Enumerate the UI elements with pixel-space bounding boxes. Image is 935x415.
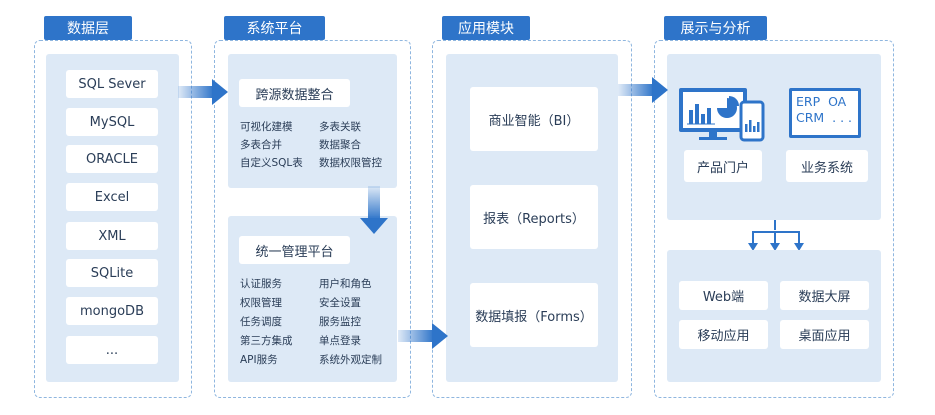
display-bottom-panel (667, 250, 881, 382)
display-analysis-container (654, 40, 894, 398)
app-modules-title: 应用模块 (442, 16, 530, 40)
integration-title: 跨源数据整合 (239, 79, 350, 107)
data-layer-container (34, 40, 192, 398)
module-bi: 商业智能（BI） (470, 87, 598, 151)
monitor-chart-icon (679, 88, 765, 142)
system-platform-title: 系统平台 (224, 16, 325, 40)
branch-arrows-icon (748, 220, 804, 251)
business-system-text: ERP OA CRM . . . (796, 94, 853, 125)
management-item: 系统外观定制 (319, 354, 382, 366)
management-item: API服务 (240, 354, 278, 366)
management-item: 权限管理 (240, 297, 282, 309)
arrow-modules-to-display (618, 77, 668, 103)
data-source-item: SQLite (66, 259, 158, 287)
data-sources-panel (46, 54, 179, 382)
endpoint-web: Web端 (679, 281, 768, 310)
business-system-icon: ERP OA CRM . . . (789, 88, 861, 138)
integration-item: 数据权限管控 (319, 157, 382, 169)
arrow-data-to-platform (178, 79, 228, 105)
module-forms: 数据填报（Forms） (470, 283, 598, 347)
integration-panel (228, 54, 397, 188)
data-source-item: XML (66, 222, 158, 250)
app-modules-container (432, 40, 632, 398)
data-source-item: Excel (66, 183, 158, 211)
data-source-item: MySQL (66, 108, 158, 136)
data-source-item: SQL Sever (66, 70, 158, 98)
data-layer-title: 数据层 (44, 16, 132, 40)
integration-item: 数据聚合 (319, 139, 361, 151)
arrow-platform-to-modules (398, 323, 448, 349)
data-source-item: mongoDB (66, 297, 158, 325)
module-reports: 报表（Reports） (470, 185, 598, 249)
system-platform-container (214, 40, 411, 398)
management-item: 第三方集成 (240, 335, 293, 347)
management-item: 安全设置 (319, 297, 361, 309)
management-item: 单点登录 (319, 335, 361, 347)
product-portal-label: 产品门户 (684, 150, 762, 182)
integration-item: 多表合并 (240, 139, 282, 151)
business-system-label: 业务系统 (786, 150, 868, 182)
management-item: 用户和角色 (319, 278, 372, 290)
integration-item: 自定义SQL表 (240, 157, 303, 169)
management-title: 统一管理平台 (239, 236, 350, 264)
display-analysis-title: 展示与分析 (664, 16, 767, 40)
integration-item: 可视化建模 (240, 121, 293, 133)
management-item: 服务监控 (319, 316, 361, 328)
data-source-item: ... (66, 336, 158, 364)
endpoint-mobile: 移动应用 (679, 320, 768, 349)
management-item: 任务调度 (240, 316, 282, 328)
arrow-integration-to-management (360, 186, 388, 234)
endpoint-desktop: 桌面应用 (780, 320, 869, 349)
integration-item: 多表关联 (319, 121, 361, 133)
endpoint-data-screen: 数据大屏 (780, 281, 869, 310)
management-item: 认证服务 (240, 278, 282, 290)
data-source-item: ORACLE (66, 145, 158, 173)
